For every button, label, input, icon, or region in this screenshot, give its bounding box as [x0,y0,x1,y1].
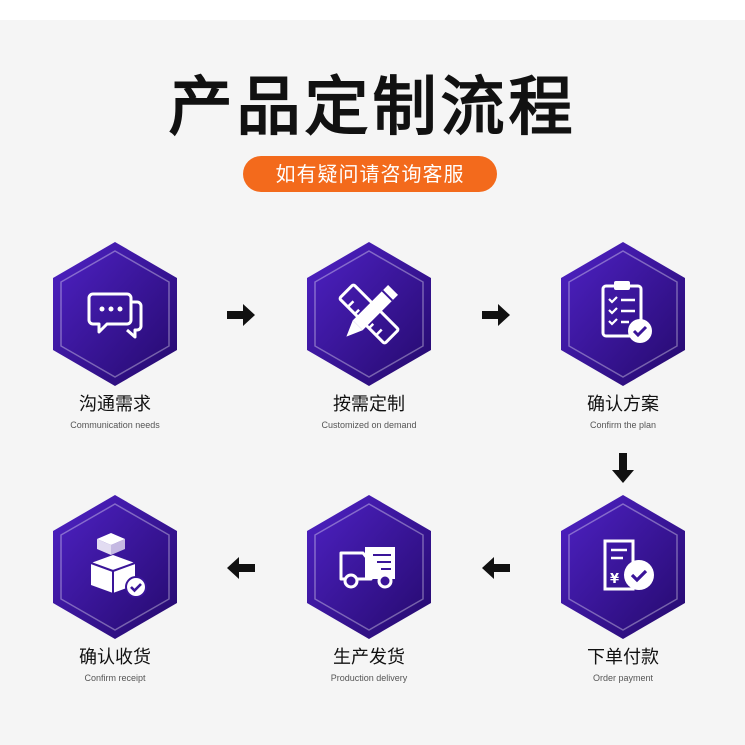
arrow-right-icon [221,295,261,335]
step-sublabel: Confirm receipt [84,673,146,683]
arrow-down-icon [603,448,643,488]
step-hexagon [561,242,685,386]
step-label: 确认收货 [79,647,151,668]
step-hexagon [307,495,431,639]
arrow-left-icon [476,548,516,588]
step-hexagon [53,242,177,386]
package-check-icon [90,533,147,598]
step-label: 按需定制 [333,394,405,415]
ruler-pencil-icon [338,283,400,345]
chat-bubbles-icon [87,292,143,339]
step-label: 确认方案 [587,394,659,415]
step-sublabel: Customized on demand [321,420,417,430]
step-sublabel: Order payment [592,673,654,683]
clipboard-check-icon [601,281,652,343]
step-label: 生产发货 [333,647,405,668]
page-title: 产品定制流程 [168,71,577,145]
step-hexagon: ¥ [561,495,685,639]
arrow-left-icon [221,548,261,588]
delivery-truck-icon [339,547,395,589]
step-sublabel: Communication needs [70,420,160,430]
invoice-check-icon: ¥ [603,539,654,591]
arrow-right-icon [476,295,516,335]
step-sublabel: Confirm the plan [589,420,657,430]
step-hexagon [53,495,177,639]
step-label: 沟通需求 [79,394,151,415]
step-sublabel: Production delivery [330,673,408,683]
step-label: 下单付款 [587,647,659,668]
svg-text:¥: ¥ [610,572,619,587]
step-hexagon [307,242,431,386]
contact-service-button[interactable]: 如有疑问请咨询客服 [243,156,497,192]
